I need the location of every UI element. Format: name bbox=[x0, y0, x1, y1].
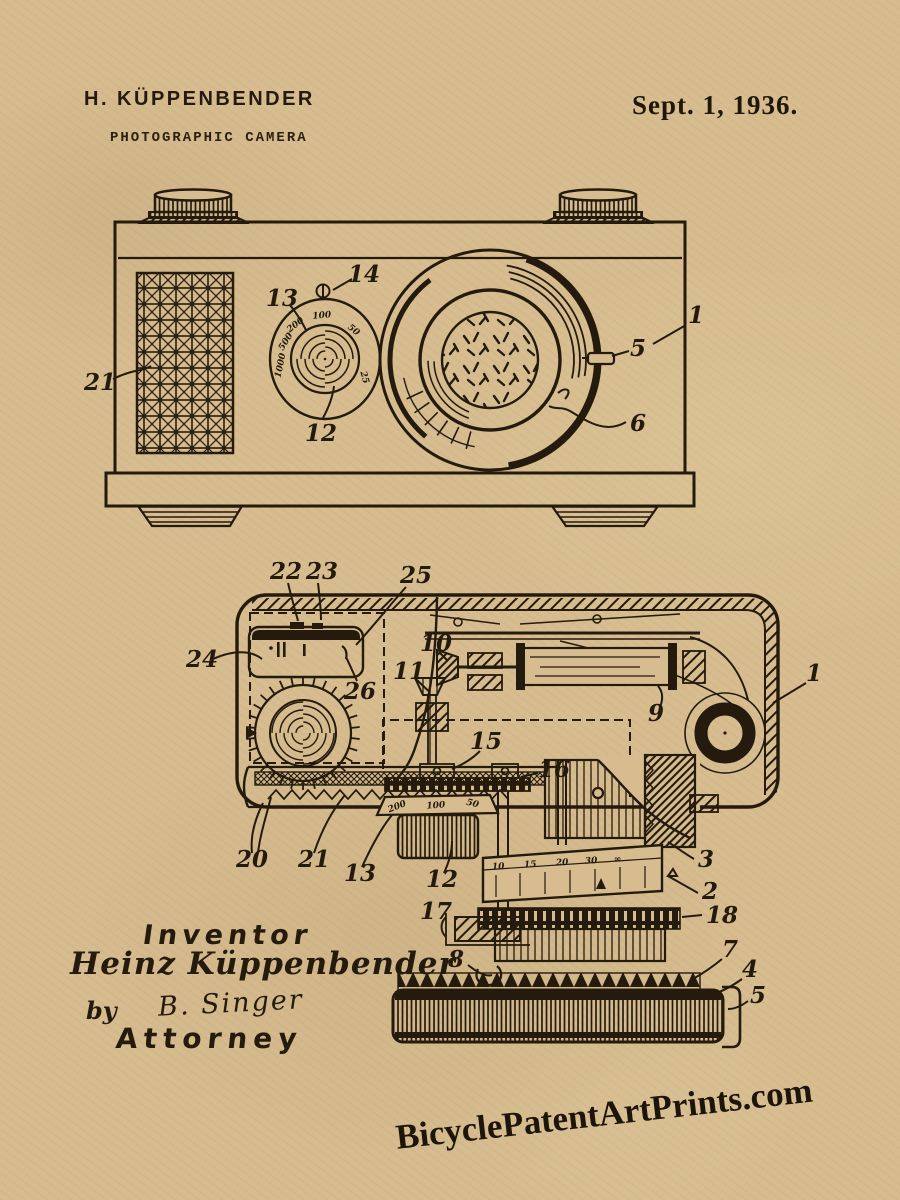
fig2-ref-18: 18 bbox=[706, 902, 738, 929]
inventor-signature: Heinz Küppenbender bbox=[70, 946, 456, 982]
fig2-ref-23: 23 bbox=[305, 558, 338, 585]
fig1-ref-6: 6 bbox=[630, 410, 646, 437]
fig2-ref-9: 9 bbox=[648, 700, 664, 727]
fig2-ref-11: 11 bbox=[393, 658, 425, 685]
fig1-left-knob bbox=[137, 188, 250, 224]
fig2-ref-4: 4 bbox=[742, 956, 758, 983]
fig2-ref-22: 22 bbox=[269, 558, 302, 585]
dial-scale-50: 50 bbox=[345, 323, 362, 339]
dial-scale-1000: 1000 bbox=[274, 352, 289, 379]
knob-scale-100: 100 bbox=[426, 800, 446, 811]
distance-scale-inf: ∞ bbox=[614, 855, 622, 865]
fig2-ref-25: 25 bbox=[399, 562, 432, 589]
fig1-leader-lines bbox=[112, 278, 687, 428]
fig1-index-marker bbox=[315, 283, 331, 299]
fig2-ref-21: 21 bbox=[297, 846, 330, 873]
fig2-distance-scale: 10 15 20 30 ∞ bbox=[492, 855, 622, 873]
fig2-ref-16: 16 bbox=[538, 756, 570, 783]
patent-title: PHOTOGRAPHIC CAMERA bbox=[110, 130, 308, 146]
patent-inventor-heading: H. KÜPPENBENDER bbox=[84, 88, 315, 110]
distance-scale-20: 20 bbox=[555, 858, 570, 869]
attorney-label: Attorney bbox=[114, 1022, 305, 1055]
fig2-viewfinder-window bbox=[247, 622, 365, 679]
fig2-ref-10: 10 bbox=[420, 630, 452, 657]
fig1-camera-body bbox=[104, 220, 696, 528]
fig2-ref-17: 17 bbox=[420, 898, 452, 925]
fig2-speed-knob bbox=[375, 793, 500, 860]
knob-scale-50: 50 bbox=[465, 798, 480, 811]
fig2-film-spool bbox=[684, 692, 766, 774]
fig2-ref-24: 24 bbox=[185, 646, 218, 673]
fig1-lens-tab bbox=[582, 351, 616, 366]
patent-date: Sept. 1, 1936. bbox=[632, 90, 799, 120]
figure1-front-view: 1000 500 200 100 50 25 bbox=[83, 188, 704, 528]
fig2-release-rod-foot bbox=[445, 913, 530, 987]
distance-scale-15: 15 bbox=[524, 860, 537, 871]
fig2-bevel-gear-assembly bbox=[413, 648, 518, 766]
dial-scale-100: 100 bbox=[312, 310, 332, 322]
fig1-ref-1: 1 bbox=[688, 302, 704, 329]
fig1-ref-13: 13 bbox=[266, 285, 298, 312]
fig1-ref-14: 14 bbox=[348, 261, 380, 288]
fig2-ref-1: 1 bbox=[806, 660, 822, 687]
fig2-ref-13: 13 bbox=[344, 860, 376, 887]
fig2-leader-lines bbox=[212, 582, 807, 1010]
distance-scale-30: 30 bbox=[585, 856, 599, 867]
fig1-textured-window bbox=[135, 271, 235, 455]
fig1-ref-5: 5 bbox=[630, 335, 646, 362]
fig2-ref-26: 26 bbox=[343, 678, 376, 705]
fig2-pointer-triangle bbox=[246, 727, 257, 739]
fig2-ref-7: 7 bbox=[722, 936, 738, 963]
fig2-focus-ring bbox=[481, 843, 664, 904]
fig2-ref-3: 3 bbox=[698, 846, 714, 873]
fig2-reference-numerals: 22 23 25 24 26 10 11 9 1 15 16 20 21 13 … bbox=[185, 558, 822, 1009]
fig2-ref-15: 15 bbox=[470, 728, 502, 755]
watermark-text: BicyclePatentArtPrints.com bbox=[393, 1070, 815, 1157]
fig1-ref-12: 12 bbox=[305, 420, 337, 447]
by-label: by bbox=[86, 996, 117, 1025]
fig2-ref-2: 2 bbox=[701, 878, 718, 905]
distance-scale-10: 10 bbox=[492, 862, 506, 873]
fig1-right-knob bbox=[542, 188, 655, 224]
fig1-lens bbox=[378, 248, 616, 472]
fig2-pressure-plate-strip bbox=[242, 765, 556, 809]
fig2-ref-12: 12 bbox=[426, 866, 458, 893]
fig2-ref-20: 20 bbox=[235, 846, 268, 873]
fig2-roller-drum bbox=[516, 636, 749, 701]
fig2-lens-mount bbox=[543, 753, 719, 849]
fig2-ref-8: 8 bbox=[447, 946, 464, 973]
figure2-top-section-view: 200 100 50 10 bbox=[185, 558, 822, 1049]
fig1-ref-21: 21 bbox=[83, 369, 116, 396]
fig2-ref-5: 5 bbox=[750, 982, 766, 1009]
fig1-reference-numerals: 14 13 12 21 1 5 6 bbox=[83, 261, 704, 447]
dial-scale-25: 25 bbox=[357, 369, 370, 385]
